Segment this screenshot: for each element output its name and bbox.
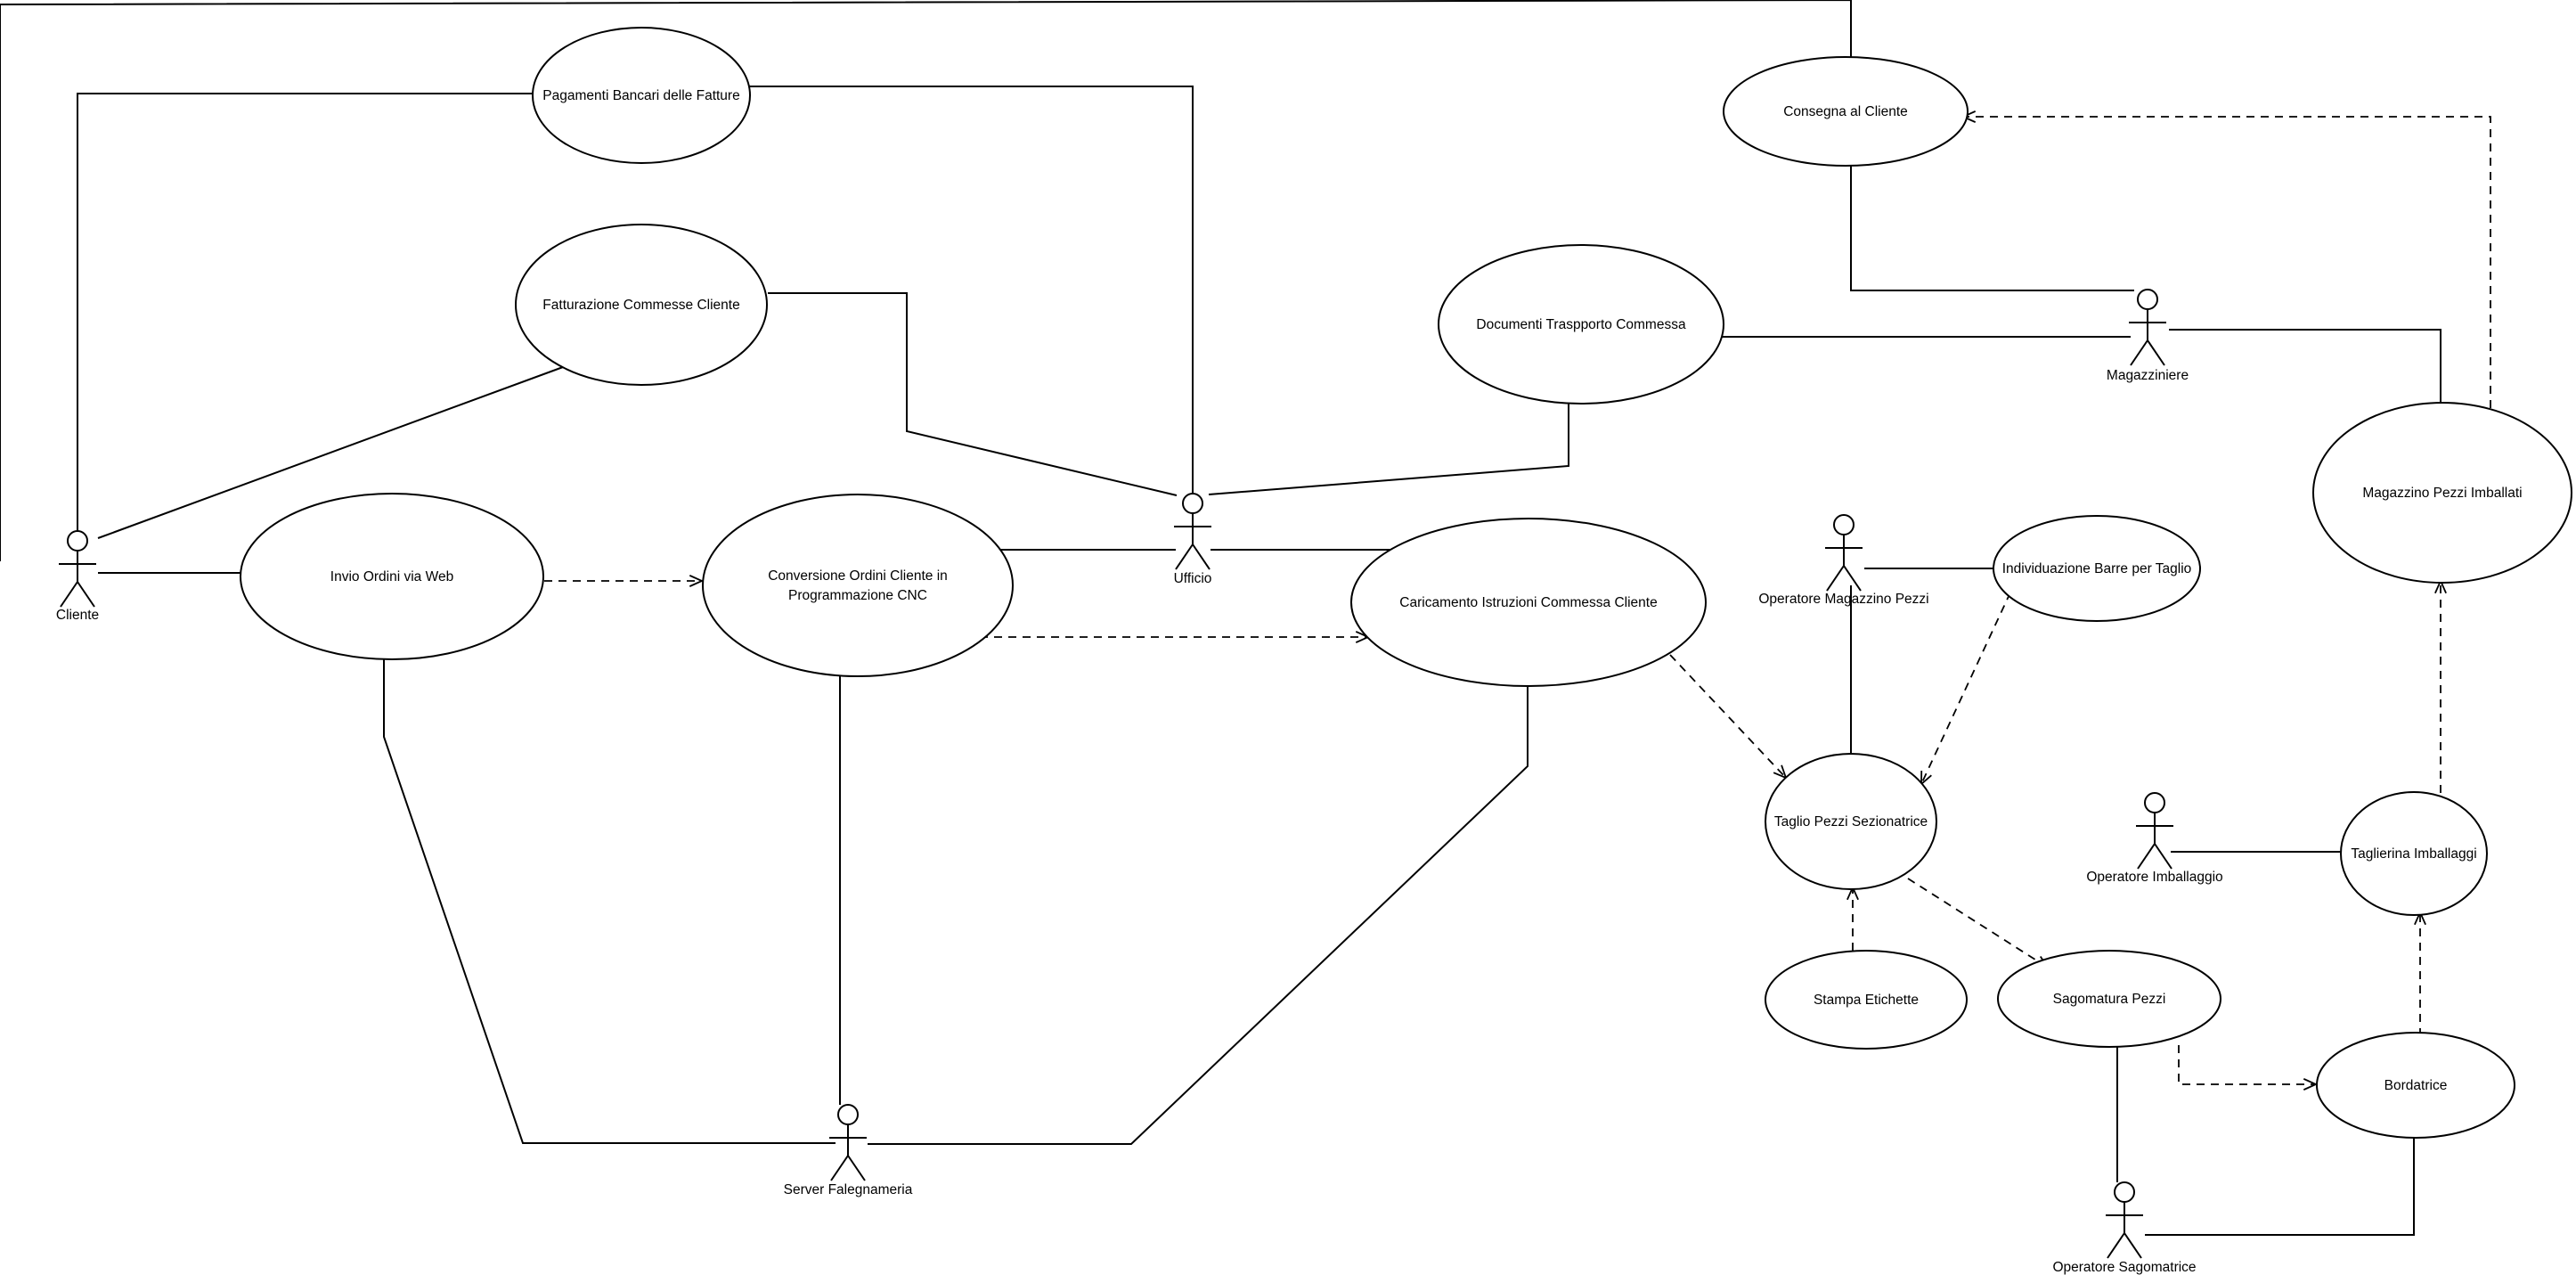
stick-figure-icon [829, 1104, 867, 1181]
use-case-label: Bordatrice [2384, 1078, 2448, 1093]
dependency-line [1669, 654, 1787, 779]
actor-op-imballaggio[interactable]: Operatore Imballaggio [2086, 792, 2223, 885]
use-case-label: Sagomatura Pezzi [2053, 992, 2166, 1007]
use-case-label: Pagamenti Bancari delle Fatture [542, 88, 739, 103]
use-case-label: Conversione Ordini Cliente in [768, 568, 948, 584]
dependency-invio-conversione [544, 575, 705, 587]
use-case-ellipse [1993, 515, 2201, 622]
use-case-caricamento[interactable]: Caricamento Istruzioni Commessa Cliente [1350, 518, 1707, 687]
dependency-sagomatura-bordatrice [2178, 1045, 2319, 1091]
use-case-label: Programmazione CNC [788, 588, 927, 603]
dependency-line [1963, 116, 2491, 408]
actor-magazziniere[interactable]: Magazziniere [2107, 289, 2189, 383]
actor-cliente[interactable]: Cliente [56, 530, 99, 623]
association-cliente-consegna [0, 0, 1852, 561]
use-case-consegna[interactable]: Consegna al Cliente [1723, 56, 1969, 167]
use-case-ellipse [1350, 518, 1707, 687]
use-case-invio[interactable]: Invio Ordini via Web [240, 493, 544, 660]
use-case-label: Invio Ordini via Web [330, 569, 453, 584]
use-case-label: Documenti Traspporto Commessa [1476, 317, 1686, 332]
use-case-label: Stampa Etichette [1814, 993, 1919, 1008]
use-case-fatturazione[interactable]: Fatturazione Commesse Cliente [515, 224, 768, 386]
stick-figure-icon [2129, 289, 2166, 366]
actor-label: Server Falegnameria [784, 1182, 913, 1197]
use-case-ellipse [532, 27, 751, 164]
use-case-ellipse [515, 224, 768, 386]
association-server-invio [383, 659, 836, 1144]
dependency-taglio-sagomatura [1907, 878, 2050, 969]
actor-label: Magazziniere [2107, 368, 2189, 383]
use-case-stampa[interactable]: Stampa Etichette [1765, 950, 1968, 1050]
dependency-line [1907, 878, 2049, 968]
use-case-pagamenti[interactable]: Pagamenti Bancari delle Fatture [532, 27, 751, 164]
actor-ufficio[interactable]: Ufficio [1174, 493, 1212, 586]
association-ufficio-documenti [1208, 404, 1569, 495]
use-case-ellipse [1765, 753, 1937, 890]
use-case-ellipse [2316, 1032, 2515, 1139]
use-case-ellipse [240, 493, 544, 660]
association-ufficio-fatturazione [768, 292, 1178, 496]
dependency-stampa-taglio [1846, 885, 1859, 951]
use-case-ellipse [2340, 791, 2488, 916]
use-case-label: Individuazione Barre per Taglio [2002, 561, 2192, 576]
use-case-magazzino[interactable]: Magazzino Pezzi Imballati [2312, 402, 2572, 584]
stick-figure-icon [1174, 493, 1211, 570]
use-case-conversione[interactable]: Conversione Ordini Cliente in Programmazi… [702, 494, 1014, 677]
use-case-label: Magazzino Pezzi Imballati [2362, 486, 2522, 501]
use-case-taglio[interactable]: Taglio Pezzi Sezionatrice [1765, 753, 1937, 890]
dependency-magazzino-consegna [1961, 110, 2491, 408]
use-case-documenti[interactable]: Documenti Traspporto Commessa [1438, 244, 1724, 405]
use-case-ellipse [1997, 950, 2221, 1048]
association-op-sagomatrice-bordatrice [2145, 1138, 2415, 1236]
dependency-conversione-caricamento [980, 631, 1371, 643]
dependency-bordatrice-taglierina [2414, 910, 2426, 1036]
dependency-caricamento-taglio [1669, 654, 1788, 780]
association-cliente-pagamenti [77, 93, 534, 548]
actor-label: Operatore Magazzino Pezzi [1758, 592, 1928, 607]
dependencies [544, 110, 2491, 1091]
dependency-taglierina-magazzino [2434, 578, 2447, 793]
use-case-label: Caricamento Istruzioni Commessa Cliente [1399, 595, 1657, 610]
actor-op-sagomatrice[interactable]: Operatore Sagomatrice [2052, 1181, 2197, 1275]
actor-label: Operatore Sagomatrice [2052, 1260, 2196, 1275]
use-case-ellipse [1723, 56, 1969, 167]
use-case-ellipse [1765, 950, 1968, 1050]
use-case-bordatrice[interactable]: Bordatrice [2316, 1032, 2515, 1139]
dependency-individuazione-taglio [1920, 592, 2011, 787]
use-case-label: Taglierina Imballaggi [2351, 846, 2476, 862]
use-cases: Pagamenti Bancari delle FattureFatturazi… [240, 27, 2572, 1139]
use-case-ellipse [2312, 402, 2572, 584]
use-case-sagomatura[interactable]: Sagomatura Pezzi [1997, 950, 2221, 1048]
open-arrowhead-icon [2303, 1078, 2319, 1091]
use-case-ellipse [702, 494, 1014, 677]
actor-op-magazzino[interactable]: Operatore Magazzino Pezzi [1758, 514, 1929, 607]
actor-label: Operatore Imballaggio [2086, 870, 2222, 885]
use-case-individuazione[interactable]: Individuazione Barre per Taglio [1993, 515, 2201, 622]
association-ufficio-pagamenti [746, 86, 1194, 498]
associations [0, 0, 2441, 1236]
stick-figure-icon [2136, 792, 2173, 870]
association-server-caricamento [868, 686, 1528, 1145]
association-cliente-fatturazione [97, 366, 564, 539]
use-case-label: Fatturazione Commesse Cliente [542, 298, 739, 313]
association-magazziniere-consegna [1850, 166, 2134, 291]
association-magazziniere-magazzino [2169, 329, 2441, 404]
actor-label: Cliente [56, 608, 99, 623]
use-case-label: Taglio Pezzi Sezionatrice [1774, 814, 1928, 829]
actor-label: Ufficio [1174, 571, 1212, 586]
open-arrowhead-icon [689, 575, 705, 587]
use-case-ellipse [1438, 244, 1724, 405]
actor-server[interactable]: Server Falegnameria [784, 1104, 913, 1197]
use-case-taglierina[interactable]: Taglierina Imballaggi [2340, 791, 2488, 916]
stick-figure-icon [59, 530, 96, 608]
stick-figure-icon [2106, 1181, 2143, 1259]
stick-figure-icon [1825, 514, 1863, 592]
dependency-line [2178, 1045, 2316, 1085]
open-arrowhead-icon [1920, 770, 1932, 787]
dependency-line [1920, 592, 2011, 785]
use-case-label: Consegna al Cliente [1783, 104, 1908, 119]
